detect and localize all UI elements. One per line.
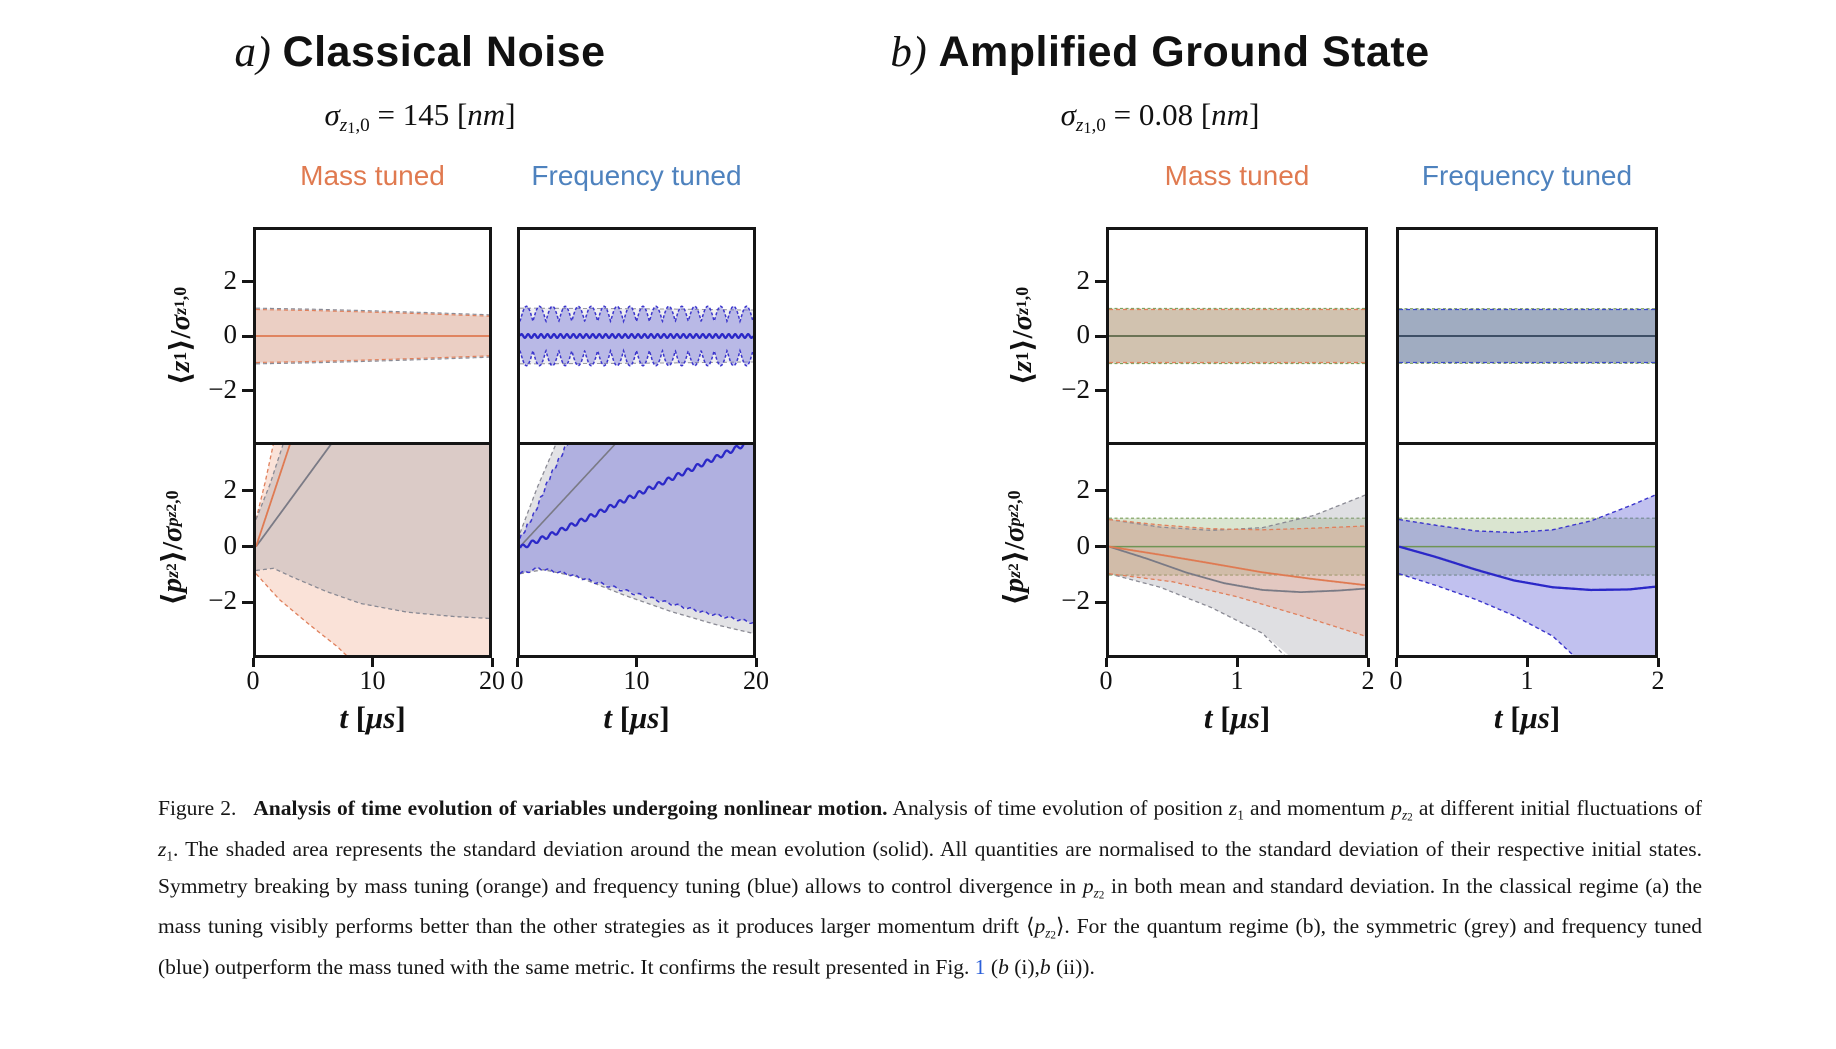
- tick-label: 0: [246, 666, 260, 695]
- col-header-b-frequency-tuned: Frequency tuned: [1421, 160, 1633, 191]
- tick-label: 1: [1230, 666, 1244, 695]
- tick-label: 1: [1520, 666, 1534, 695]
- section-b-subtitle: σz1,0 = 0.08 [nm]: [1060, 97, 1260, 138]
- tick-label: 10: [359, 666, 386, 695]
- section-a-subtitle: σz1,0 = 145 [nm]: [324, 97, 516, 138]
- tick-mark: [242, 600, 253, 604]
- tick-mark: [242, 389, 253, 392]
- tick-label: 2: [1361, 666, 1375, 695]
- tick-label: 0: [1076, 319, 1091, 349]
- col-header-b-mass-tuned: Mass tuned: [1164, 160, 1310, 191]
- tick-label: 0: [510, 666, 524, 695]
- tick-mark: [251, 658, 255, 667]
- tick-mark: [490, 658, 494, 667]
- tick-mark: [635, 658, 638, 667]
- tick-label: −2: [1061, 585, 1090, 616]
- panel-b-frequency-momentum: [1396, 442, 1658, 658]
- figure-caption: Figure 2. Analysis of time evolution of …: [158, 796, 1702, 979]
- tick-mark: [242, 545, 253, 549]
- x-axis-label-b-frequency: t [μs]: [1493, 700, 1561, 735]
- tick-label: 2: [1076, 264, 1091, 295]
- x-axis-label-a-frequency: t [μs]: [603, 700, 670, 735]
- panel-a-mass-momentum: [253, 442, 492, 658]
- tick-mark: [1525, 658, 1529, 667]
- section-b-heading: b) Amplified Ground State: [890, 28, 1430, 76]
- section-a-heading: a) Classical Noise: [234, 28, 606, 76]
- x-axis-label-b-mass: t [μs]: [1203, 700, 1271, 735]
- tick-mark: [242, 489, 253, 493]
- tick-mark: [1104, 658, 1108, 667]
- tick-label: 0: [1389, 666, 1403, 695]
- tick-mark: [1095, 545, 1106, 549]
- col-header-a-frequency-tuned: Frequency tuned: [531, 160, 742, 191]
- tick-mark: [1095, 280, 1106, 283]
- tick-mark: [371, 658, 374, 667]
- tick-mark: [1095, 334, 1106, 338]
- panel-b-frequency-position: [1396, 227, 1658, 445]
- tick-label: −2: [1061, 373, 1090, 404]
- panel-b-mass-position: [1106, 227, 1368, 445]
- tick-label: 10: [623, 666, 650, 695]
- tick-mark: [1656, 658, 1660, 667]
- tick-mark: [242, 280, 253, 283]
- tick-label: −2: [208, 373, 237, 404]
- x-axis-label-a-mass: t [μs]: [339, 700, 406, 735]
- tick-mark: [1235, 658, 1239, 667]
- tick-mark: [515, 658, 519, 667]
- tick-mark: [1366, 658, 1370, 667]
- tick-label: 2: [1651, 666, 1665, 695]
- tick-label: 0: [1076, 529, 1091, 560]
- tick-mark: [1394, 658, 1398, 667]
- tick-label: 0: [1099, 666, 1113, 695]
- tick-label: 0: [223, 529, 238, 560]
- fig1-reference-link[interactable]: 1: [974, 954, 986, 979]
- panel-b-mass-momentum: [1106, 442, 1368, 658]
- tick-mark: [1095, 600, 1106, 604]
- tick-label: 20: [743, 666, 769, 695]
- tick-label: 2: [223, 264, 238, 295]
- tick-mark: [242, 334, 253, 338]
- panel-a-frequency-momentum: [517, 442, 756, 658]
- tick-label: 2: [223, 473, 238, 504]
- tick-mark: [754, 658, 758, 667]
- col-header-a-mass-tuned: Mass tuned: [300, 160, 445, 191]
- tick-label: 2: [1076, 473, 1091, 504]
- tick-label: −2: [208, 585, 237, 616]
- tick-mark: [1095, 489, 1106, 493]
- panel-a-frequency-position: [517, 227, 756, 445]
- tick-mark: [1095, 389, 1106, 392]
- panel-a-mass-position: [253, 227, 492, 445]
- tick-label: 20: [479, 666, 505, 695]
- tick-label: 0: [223, 319, 238, 349]
